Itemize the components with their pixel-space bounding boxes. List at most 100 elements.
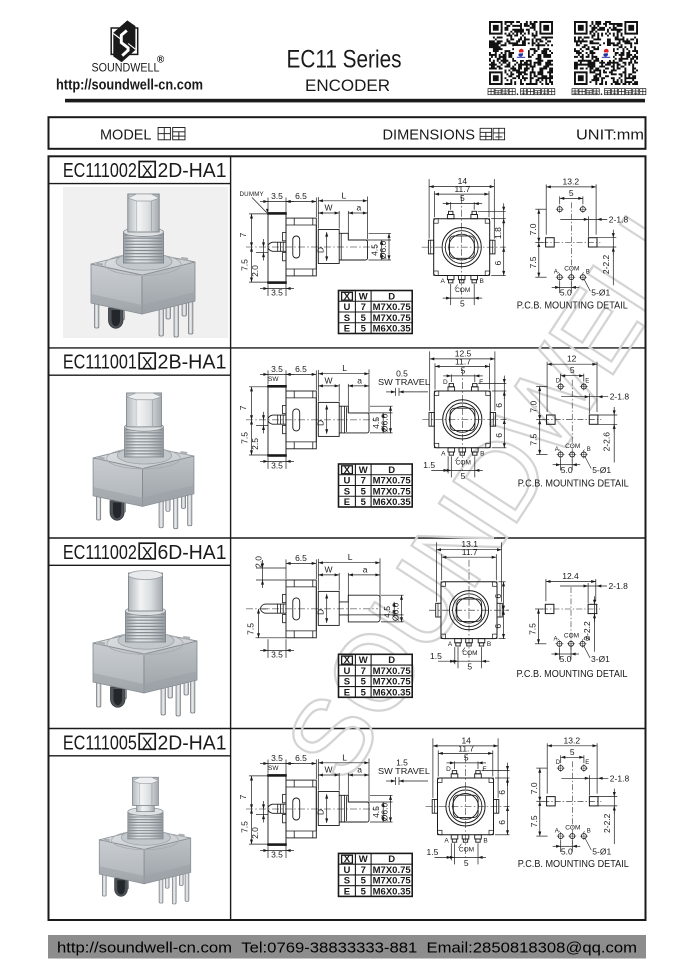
svg-text:P.C.B. MOUNTING DETAIL: P.C.B. MOUNTING DETAIL (517, 669, 629, 680)
svg-text:D: D (316, 247, 326, 253)
svg-text:12.5: 12.5 (455, 348, 472, 358)
svg-text:3.5: 3.5 (271, 649, 283, 659)
svg-text:14: 14 (458, 176, 468, 186)
svg-text:6.5: 6.5 (295, 364, 307, 374)
svg-text:SW TRAVEL: SW TRAVEL (378, 766, 430, 776)
svg-text:D: D (388, 291, 395, 302)
svg-text:UNIT:mm: UNIT:mm (576, 128, 644, 144)
svg-text:0.5: 0.5 (396, 368, 408, 378)
svg-text:7.0: 7.0 (529, 401, 539, 413)
svg-text:B: B (587, 447, 591, 453)
svg-text:A: A (448, 641, 453, 648)
svg-text:U: U (344, 476, 351, 487)
svg-text:6: 6 (493, 594, 503, 599)
svg-text:7.5: 7.5 (529, 815, 539, 827)
svg-text:D: D (388, 854, 395, 865)
svg-text:2.0: 2.0 (250, 827, 260, 839)
svg-text:COM: COM (455, 287, 470, 294)
svg-text:1.5: 1.5 (430, 651, 442, 661)
svg-text:14: 14 (461, 735, 471, 745)
svg-text:6: 6 (497, 790, 507, 795)
svg-text:A: A (441, 278, 446, 285)
svg-text:Ø6.0: Ø6.0 (378, 241, 388, 260)
svg-text:1.5: 1.5 (427, 847, 439, 857)
svg-text:X: X (344, 465, 351, 476)
svg-text:6: 6 (494, 403, 504, 408)
svg-text:2D-HA1: 2D-HA1 (158, 160, 227, 182)
svg-text:5: 5 (361, 687, 367, 698)
svg-text:D: D (316, 420, 326, 426)
svg-text:E: E (344, 497, 350, 508)
svg-text:D: D (316, 609, 326, 615)
svg-text:W: W (359, 465, 368, 476)
svg-text:D: D (316, 809, 326, 815)
svg-text:SW: SW (268, 765, 279, 772)
svg-text:7: 7 (238, 405, 248, 410)
svg-text:B: B (480, 278, 484, 285)
svg-text:3.5: 3.5 (271, 288, 283, 298)
svg-text:W: W (359, 655, 368, 666)
svg-text:X: X (142, 163, 153, 181)
svg-text:2-1.8: 2-1.8 (609, 214, 629, 224)
svg-text:E: E (585, 760, 589, 766)
svg-text:5: 5 (361, 313, 367, 324)
svg-text:COM: COM (564, 632, 579, 639)
svg-text:E: E (344, 886, 350, 897)
svg-text:EC111001: EC111001 (63, 352, 137, 374)
svg-text:a: a (357, 203, 362, 213)
svg-text:7.0: 7.0 (528, 223, 538, 235)
svg-text:M7X0.75: M7X0.75 (373, 313, 412, 324)
svg-text:7: 7 (361, 302, 366, 313)
svg-text:6.5: 6.5 (295, 753, 307, 763)
svg-text:A: A (555, 447, 559, 453)
svg-text:COM: COM (565, 825, 580, 832)
svg-text:D: D (388, 655, 395, 666)
svg-text:2-1.8: 2-1.8 (610, 392, 630, 402)
svg-text:M6X0.35: M6X0.35 (373, 497, 412, 508)
svg-text:E: E (344, 324, 350, 335)
svg-text:2B-HA1: 2B-HA1 (158, 352, 227, 374)
svg-text:Ø6.0: Ø6.0 (391, 602, 401, 621)
svg-text:S: S (344, 313, 350, 324)
svg-text:W: W (359, 854, 368, 865)
svg-text:D: D (446, 766, 451, 773)
svg-text:5: 5 (570, 747, 575, 757)
svg-text:M7X0.75: M7X0.75 (373, 677, 412, 688)
svg-text:7.5: 7.5 (240, 821, 250, 833)
svg-text:L: L (342, 363, 347, 373)
svg-text:MODEL: MODEL (100, 128, 152, 144)
svg-text:5: 5 (361, 876, 367, 887)
svg-text:SW TRAVEL: SW TRAVEL (378, 377, 430, 387)
svg-text:2.0: 2.0 (254, 556, 264, 568)
svg-text:11.7: 11.7 (454, 184, 470, 194)
svg-text:3.5: 3.5 (271, 191, 283, 201)
svg-text:5: 5 (461, 365, 466, 375)
svg-text:U: U (344, 302, 351, 313)
svg-text:7: 7 (238, 794, 248, 799)
svg-text:M7X0.75: M7X0.75 (373, 302, 412, 313)
svg-text:B: B (480, 450, 484, 457)
svg-text:S: S (344, 677, 350, 688)
svg-text:W: W (324, 564, 332, 574)
svg-text:5: 5 (361, 486, 367, 497)
svg-text:4.5: 4.5 (371, 806, 381, 818)
svg-text:5: 5 (464, 858, 469, 868)
svg-text:B: B (586, 636, 590, 642)
svg-text:11.7: 11.7 (455, 356, 471, 366)
svg-text:2.5: 2.5 (250, 438, 260, 450)
svg-text:A: A (441, 450, 446, 457)
svg-text:2-2.6: 2-2.6 (602, 432, 612, 452)
svg-text:A: A (555, 829, 559, 835)
svg-text:5.0: 5.0 (561, 465, 573, 475)
svg-text:D: D (388, 465, 395, 476)
svg-text:X: X (344, 655, 351, 666)
svg-text:E: E (479, 379, 484, 386)
svg-text:X: X (344, 291, 351, 302)
svg-text:5.0: 5.0 (561, 846, 573, 856)
svg-text:7.5: 7.5 (246, 623, 256, 635)
svg-text:http://soundwell-cn.com: http://soundwell-cn.com (56, 77, 203, 94)
svg-text:2-1.8: 2-1.8 (609, 581, 629, 591)
svg-text:5: 5 (570, 365, 575, 375)
svg-text:6: 6 (494, 433, 504, 438)
svg-text:7: 7 (361, 666, 366, 677)
